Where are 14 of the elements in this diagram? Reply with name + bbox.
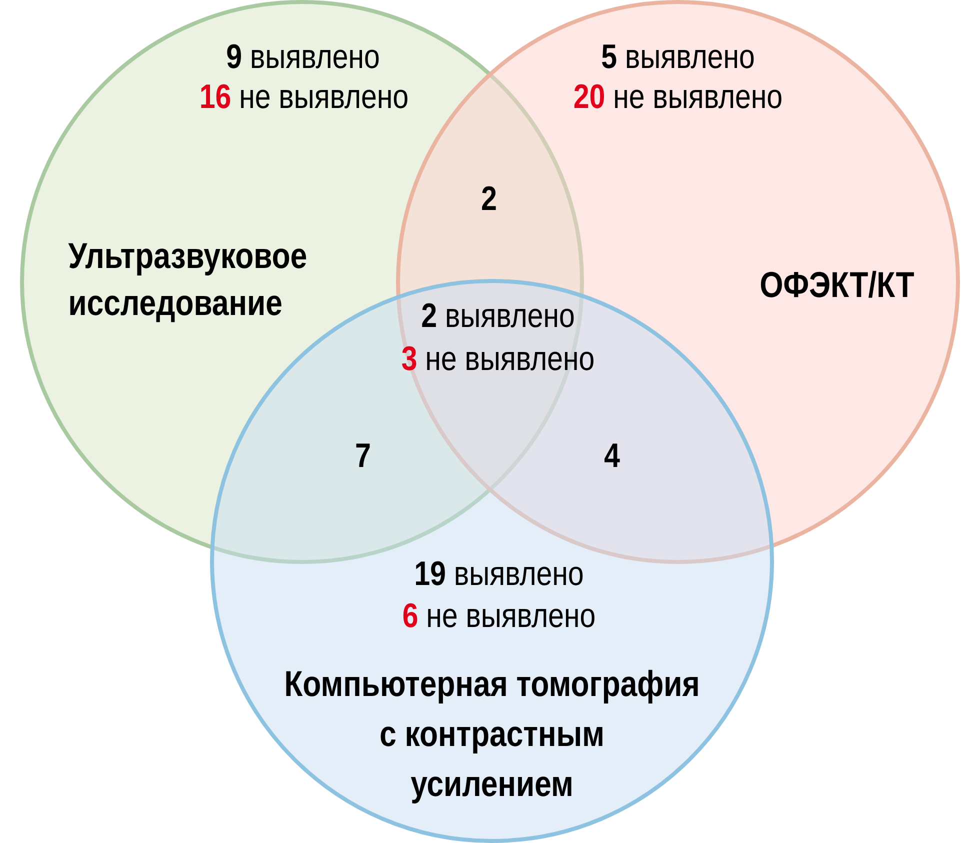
count-label: 2 выявлено xyxy=(422,303,574,328)
circle-title: ОФЭКТ/КТ xyxy=(760,270,914,298)
count-label: 3 не выявлено xyxy=(402,346,594,370)
circle-title: Компьютерная томография с контрастным усилением xyxy=(286,670,698,804)
count-label: 2 xyxy=(482,186,496,210)
count-label: 20 не выявлено xyxy=(574,84,782,108)
count-label: 4 xyxy=(604,444,620,467)
count-label: 16 не выявлено xyxy=(201,84,408,108)
count-label: 7 xyxy=(356,444,370,467)
circle-title: Ультразвуковое исследование xyxy=(68,243,306,322)
count-label: 5 выявлено xyxy=(602,44,754,68)
count-label: 9 выявлено xyxy=(227,44,379,68)
count-label: 19 выявлено xyxy=(416,561,583,586)
count-label: 6 не выявлено xyxy=(403,603,594,628)
